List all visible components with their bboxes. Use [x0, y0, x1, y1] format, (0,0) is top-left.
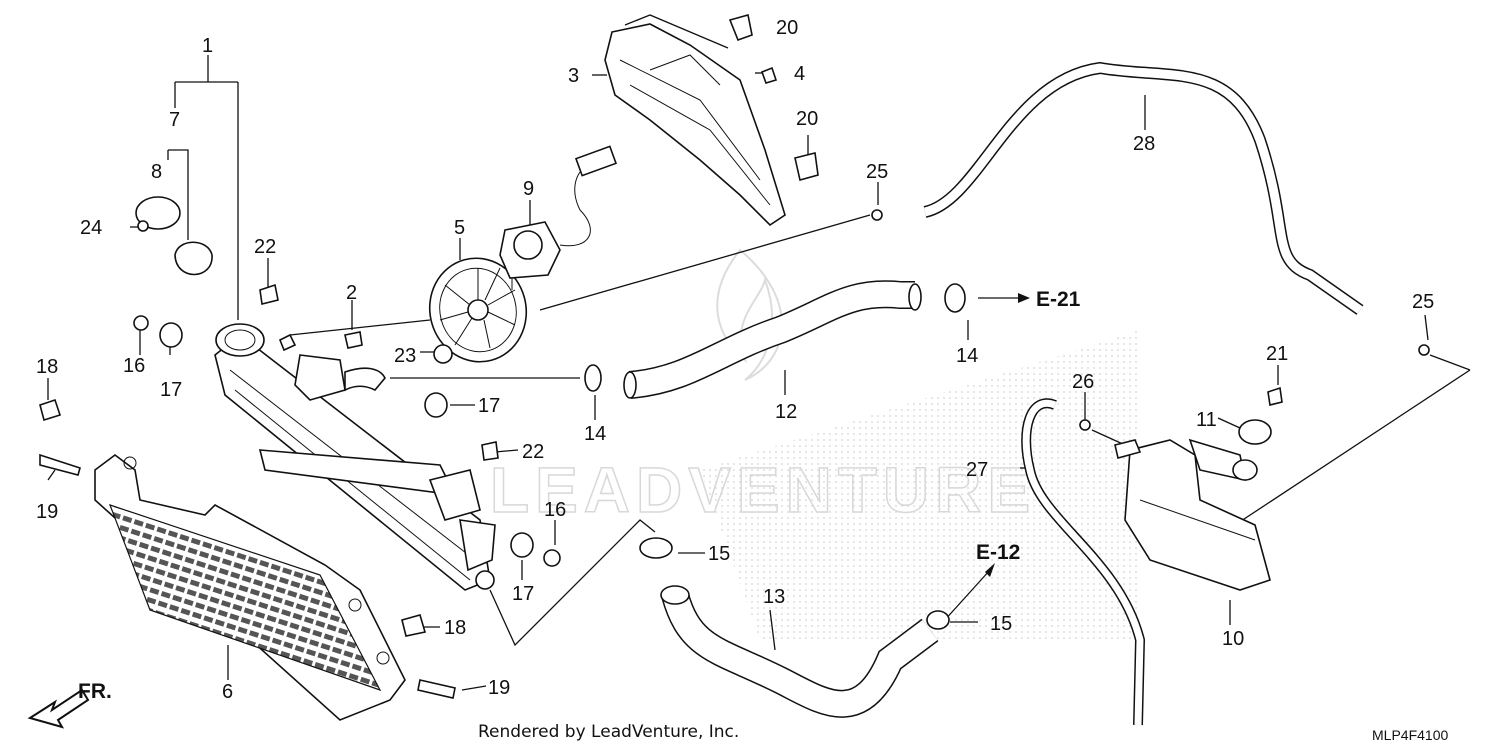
hose-28: [923, 61, 1364, 315]
hose-27: [1021, 398, 1146, 726]
watermark-text: LEADVENTURE: [490, 454, 1036, 526]
callout-16-right: 16: [544, 499, 566, 521]
callout-20-top: 20: [776, 17, 798, 39]
callout-23: 23: [394, 345, 416, 367]
callout-1: 1: [202, 35, 213, 57]
cooling-fan: [428, 257, 528, 363]
callout-6: 6: [222, 681, 233, 703]
callout-10: 10: [1222, 628, 1244, 650]
callout-11: 11: [1196, 409, 1217, 431]
callout-4: 4: [794, 63, 805, 85]
rendered-by-credit: Rendered by LeadVenture, Inc.: [478, 722, 739, 742]
callout-14-right: 14: [956, 345, 978, 367]
callout-2: 2: [346, 282, 357, 304]
callout-7: 7: [169, 109, 180, 131]
callout-24: 24: [80, 217, 102, 239]
callout-27: 27: [966, 459, 988, 481]
fan-motor: [499, 145, 618, 290]
reserve-tank: [1114, 438, 1271, 591]
callout-19-right: 19: [488, 677, 510, 699]
callout-17-c: 17: [512, 583, 534, 605]
diagram-code: MLP4F4100: [1372, 727, 1448, 743]
callout-15-left: 15: [708, 543, 730, 565]
callout-3: 3: [568, 65, 579, 87]
radiator: [214, 323, 496, 591]
hose-12: [623, 280, 922, 399]
callout-5: 5: [454, 217, 465, 239]
callout-21: 21: [1266, 343, 1288, 365]
callout-14-left: 14: [584, 423, 606, 445]
ref-e12[interactable]: E-12: [976, 541, 1020, 564]
callout-8: 8: [151, 161, 162, 183]
radiator-grille: [94, 454, 406, 721]
ref-e21[interactable]: E-21: [1036, 288, 1081, 311]
small-parts: [39, 13, 1430, 699]
front-direction-marker: FR.: [27, 680, 112, 729]
callout-numbers: 1 2 3 4 5 6 7 8 9 10 11 12 13 14 14 15 1…: [36, 17, 1434, 703]
callout-12: 12: [775, 401, 797, 423]
fan-shroud: [604, 23, 786, 227]
callout-18-right: 18: [444, 617, 466, 639]
callout-15-right: 15: [990, 613, 1012, 635]
callout-26: 26: [1072, 371, 1094, 393]
callout-13: 13: [763, 586, 785, 608]
callout-25-top: 25: [866, 161, 888, 183]
hose-13: [660, 585, 939, 718]
callout-17-b: 17: [478, 395, 500, 417]
callout-28: 28: [1133, 133, 1155, 155]
callout-22-top: 22: [254, 236, 276, 258]
callout-20-mid: 20: [796, 108, 818, 130]
callout-19-left: 19: [36, 501, 58, 523]
callout-9: 9: [523, 178, 534, 200]
front-marker-label: FR.: [78, 680, 112, 703]
callout-18-left: 18: [36, 356, 58, 378]
callout-25-right: 25: [1412, 291, 1434, 313]
callout-17-a: 17: [160, 379, 182, 401]
callout-16-left: 16: [123, 355, 145, 377]
callout-22-bottom: 22: [522, 441, 544, 463]
